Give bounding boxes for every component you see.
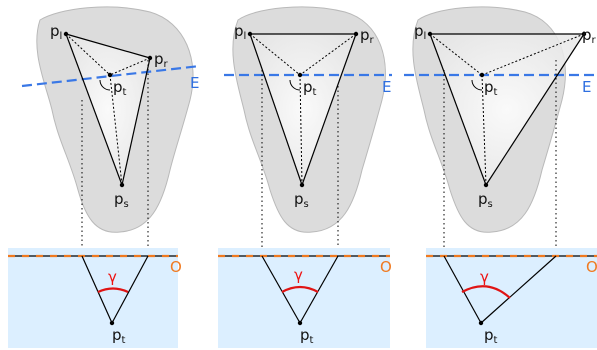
label-ps-2: ps [294,190,309,210]
label-o-1: O [170,258,182,276]
label-gamma-1: γ [108,268,117,286]
label-pt-1: pt [113,78,127,98]
label-pt-bottom-2: pt [300,326,314,346]
label-pt-bottom-3: pt [484,326,498,346]
label-pt-bottom-1: pt [112,326,126,346]
label-ps-1: ps [114,190,129,210]
label-o-2: O [380,258,392,276]
label-gamma-2: γ [294,266,303,284]
sea-box-3 [426,248,597,348]
label-pl-1: pl [50,22,62,42]
label-pt-2: pt [303,78,317,98]
label-pt-3: pt [484,78,498,98]
label-pr-1: pr [154,50,169,70]
label-e-3: E [582,78,591,96]
label-pl-3: pl [414,22,426,42]
sea-box-2 [218,248,390,348]
panel-3: pl pr pt ps E γ pt O [404,6,597,348]
label-e-1: E [190,74,199,92]
label-ps-3: ps [478,190,493,210]
label-pr-3: pr [582,26,597,46]
triangle-3 [430,34,584,185]
panel-2: pl pr pt ps E γ pt O [218,6,392,348]
label-gamma-3: γ [480,268,489,286]
label-o-3: O [586,258,597,276]
triangle-1 [66,34,150,185]
label-pr-2: pr [360,26,375,46]
label-e-2: E [382,78,391,96]
triangle-2 [250,34,356,185]
panel-1: pl pr pt ps E γ pt O [8,6,201,348]
label-pl-2: pl [234,22,246,42]
sea-box-1 [8,248,178,348]
